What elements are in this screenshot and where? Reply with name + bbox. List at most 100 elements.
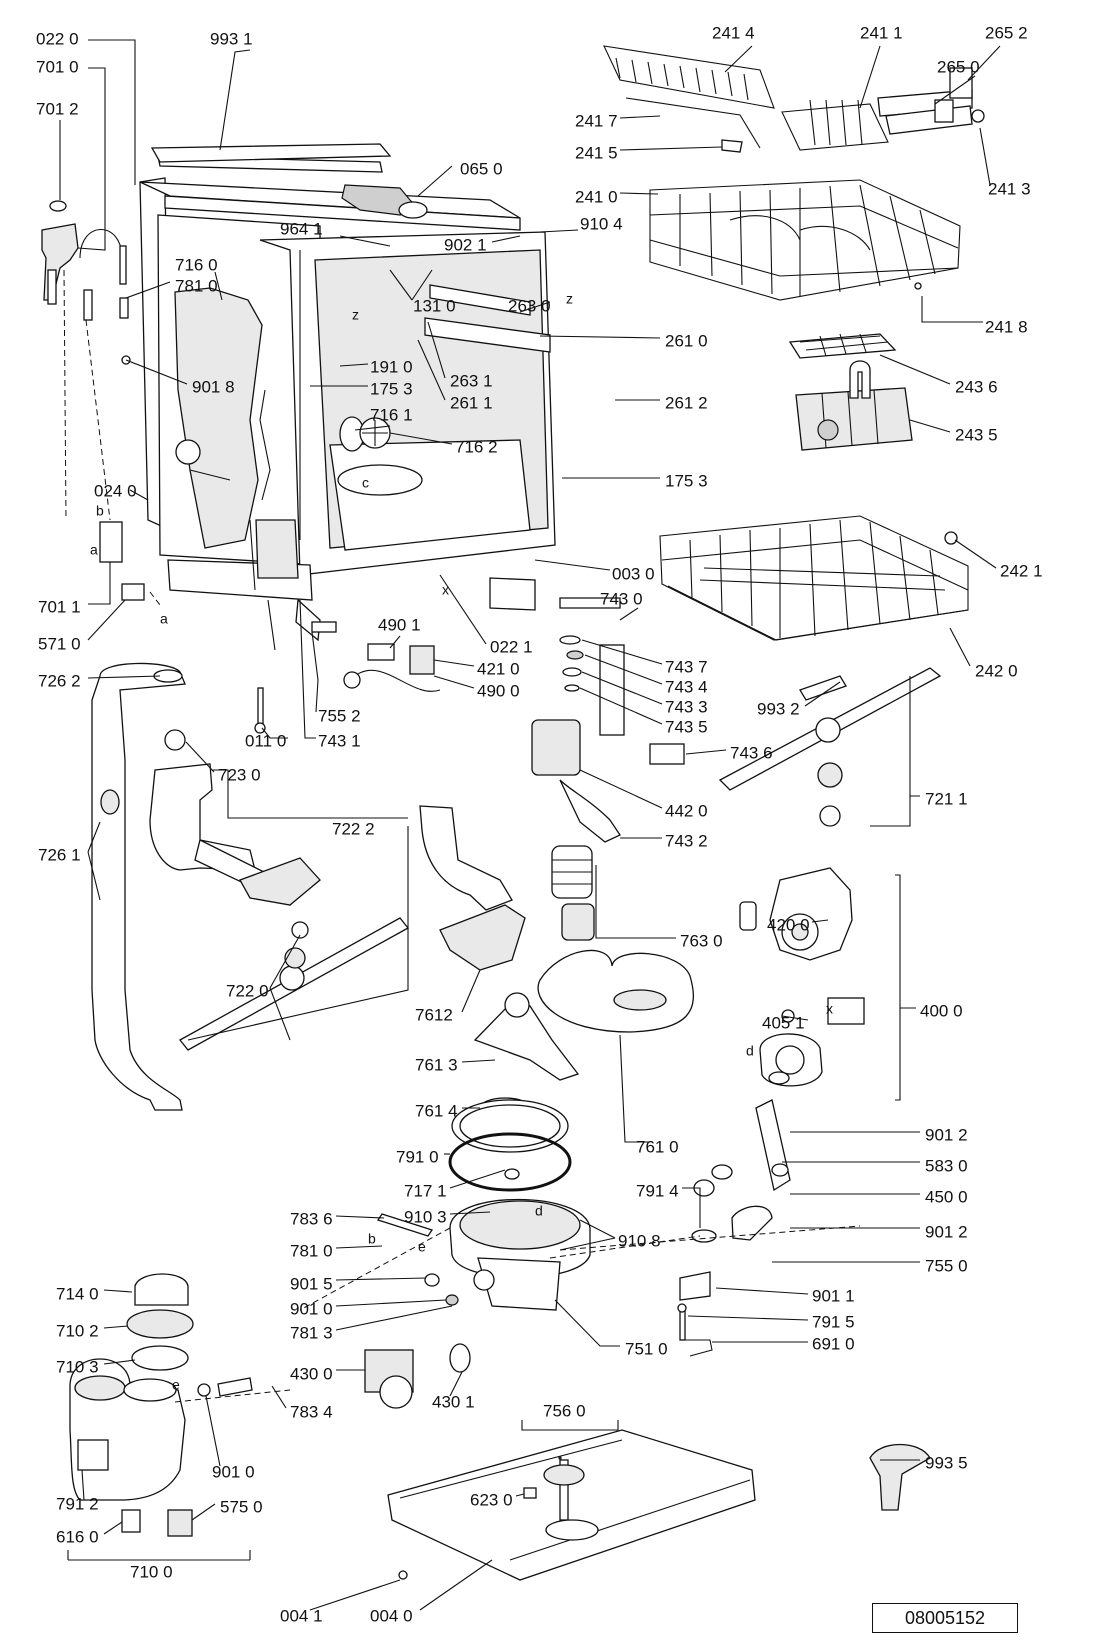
connection-letter: a [90, 542, 98, 558]
part-label: 993 1 [210, 29, 253, 48]
part-label: 743 0 [600, 589, 643, 608]
part-label: 993 5 [925, 1453, 968, 1472]
part-label: 243 6 [955, 377, 998, 396]
part-label: 241 4 [712, 23, 755, 42]
part-label: 781 0 [175, 276, 218, 295]
cutlery-basket [788, 333, 913, 451]
salt-funnel [869, 1443, 931, 1511]
part-label: 623 0 [470, 1490, 513, 1509]
connection-letter: c [362, 475, 369, 491]
connection-letter: x [442, 582, 449, 598]
part-label: 901 0 [212, 1462, 255, 1481]
part-label: 241 8 [985, 317, 1028, 336]
part-label: 022 0 [36, 29, 79, 48]
part-label: 723 0 [218, 765, 261, 784]
part-label: 910 4 [580, 214, 623, 233]
part-label: 763 0 [680, 931, 723, 950]
part-label: 901 8 [192, 377, 235, 396]
part-label: 791 2 [56, 1494, 99, 1513]
part-label: 710 3 [56, 1357, 99, 1376]
part-label: 743 6 [730, 743, 773, 762]
part-label: 265 2 [985, 23, 1028, 42]
part-label: 405 1 [762, 1013, 805, 1032]
connection-letter: e [418, 1239, 426, 1255]
part-label: 175 3 [370, 379, 413, 398]
part-label: 241 3 [988, 179, 1031, 198]
part-label: 755 0 [925, 1256, 968, 1275]
part-label: 791 5 [812, 1312, 855, 1331]
water-inlet-parts [41, 200, 161, 606]
part-label: 450 0 [925, 1187, 968, 1206]
connection-letter: e [172, 1377, 180, 1393]
part-label: 442 0 [665, 801, 708, 820]
base-plate-assembly [387, 1429, 756, 1581]
part-label: 716 2 [455, 437, 498, 456]
part-label: 910 8 [618, 1231, 661, 1250]
part-label: 430 1 [432, 1392, 475, 1411]
part-label: 901 2 [925, 1125, 968, 1144]
sump-assembly [364, 1099, 591, 1409]
part-label: 7612 [415, 1005, 453, 1024]
part-label: 743 5 [665, 717, 708, 736]
part-label: 490 1 [378, 615, 421, 634]
part-label: 701 1 [38, 597, 81, 616]
part-label: 743 2 [665, 831, 708, 850]
part-label: 004 0 [370, 1606, 413, 1625]
connection-letter: x [826, 1001, 833, 1017]
sump-gasket-ring [448, 1132, 572, 1192]
filter-assembly [473, 845, 694, 1119]
part-label: 243 5 [955, 425, 998, 444]
part-label: 901 0 [290, 1299, 333, 1318]
part-label: 583 0 [925, 1156, 968, 1175]
part-label: 421 0 [477, 659, 520, 678]
part-label: 751 0 [625, 1339, 668, 1358]
part-label: 261 1 [450, 393, 493, 412]
part-label: 131 0 [413, 296, 456, 315]
part-label: 242 1 [1000, 561, 1043, 580]
part-label: 691 0 [812, 1334, 855, 1353]
lower-basket-rack [659, 515, 969, 641]
part-label: 901 2 [925, 1222, 968, 1241]
document-number: 08005152 [872, 1603, 1018, 1633]
spray-arm-supply [149, 729, 321, 906]
part-label: 004 1 [280, 1606, 323, 1625]
upper-basket-rack [603, 45, 985, 301]
part-label: 241 7 [575, 111, 618, 130]
part-label: 400 0 [920, 1001, 963, 1020]
connection-letter: z [566, 291, 573, 307]
part-label: 261 2 [665, 393, 708, 412]
drain-parts [531, 597, 791, 1301]
part-label: 701 2 [36, 99, 79, 118]
part-label: 242 0 [975, 661, 1018, 680]
part-label: 571 0 [38, 634, 81, 653]
part-label: 964 1 [280, 219, 323, 238]
part-label: 743 1 [318, 731, 361, 750]
part-label: 781 0 [290, 1241, 333, 1260]
dishwasher-tub [139, 155, 556, 651]
part-label: 241 0 [575, 187, 618, 206]
part-label: 065 0 [460, 159, 503, 178]
part-label: 420 0 [767, 915, 810, 934]
part-label: 743 7 [665, 657, 708, 676]
part-label: 756 0 [543, 1401, 586, 1420]
part-label: 710 2 [56, 1321, 99, 1340]
part-label: 175 3 [665, 471, 708, 490]
part-label: 993 2 [757, 699, 800, 718]
part-label: 761 4 [415, 1101, 458, 1120]
spray-arm-feed-tube [91, 662, 186, 1111]
part-label: 263 0 [508, 296, 551, 315]
pump-assembly [739, 867, 865, 1087]
part-label: 710 0 [130, 1562, 173, 1581]
part-label: 722 2 [332, 819, 375, 838]
part-label: 743 3 [665, 697, 708, 716]
part-label: 575 0 [220, 1497, 263, 1516]
connection-letter: b [96, 503, 104, 519]
misc-small-parts [254, 598, 713, 1460]
connection-letter: d [746, 1043, 754, 1059]
part-label: 783 4 [290, 1402, 333, 1421]
part-label: 024 0 [94, 481, 137, 500]
leader-lines [59, 39, 1001, 1611]
part-label: 726 1 [38, 845, 81, 864]
